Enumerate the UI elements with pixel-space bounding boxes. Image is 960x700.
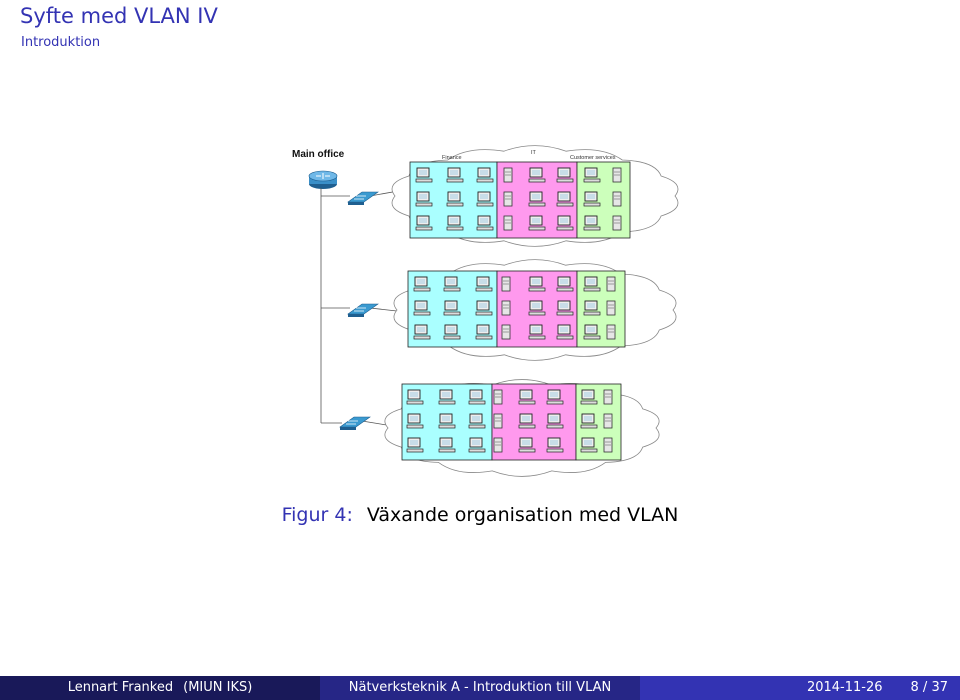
server-icon <box>606 276 616 292</box>
computer-icon <box>518 413 536 429</box>
computer-icon <box>528 167 546 183</box>
computer-icon <box>446 215 464 231</box>
computer-icon <box>413 300 431 316</box>
computer-icon <box>446 191 464 207</box>
slide-title: Syfte med VLAN IV <box>20 4 218 28</box>
footer-author: Lennart Franked <box>67 680 174 695</box>
server-icon <box>493 437 503 453</box>
server-icon <box>501 324 511 340</box>
vlan-region-it <box>491 383 577 461</box>
switch-icon <box>347 191 379 205</box>
server-icon <box>603 437 613 453</box>
computer-icon <box>556 215 574 231</box>
computer-icon <box>438 389 456 405</box>
computer-icon <box>475 300 493 316</box>
router-icon <box>308 170 338 189</box>
server-icon <box>493 413 503 429</box>
server-icon <box>606 324 616 340</box>
computer-icon <box>476 167 494 183</box>
figure-number: Figur 4: <box>281 504 353 526</box>
computer-icon <box>443 324 461 340</box>
server-icon <box>612 167 622 183</box>
switch-icon <box>347 303 379 317</box>
computer-icon <box>556 300 574 316</box>
vlan-region-customer-services <box>576 270 626 348</box>
server-icon <box>603 413 613 429</box>
footer-date: 2014-11-26 <box>806 680 883 695</box>
computer-icon <box>528 215 546 231</box>
figure-caption: Figur 4: Växande organisation med VLAN <box>0 504 960 526</box>
computer-icon <box>406 437 424 453</box>
slide-footer: Lennart Franked (MIUN IKS) Nätverkstekni… <box>0 676 960 700</box>
server-icon <box>493 389 503 405</box>
footer-page-number: 8 / 37 <box>910 680 948 695</box>
computer-icon <box>556 191 574 207</box>
computer-icon <box>556 324 574 340</box>
computer-icon <box>583 300 601 316</box>
computer-icon <box>475 276 493 292</box>
server-icon <box>612 215 622 231</box>
dept-label-it: IT <box>531 150 537 156</box>
network-diagram: Main office <box>292 145 679 477</box>
computer-icon <box>468 437 486 453</box>
computer-icon <box>415 191 433 207</box>
server-icon <box>503 191 513 207</box>
server-icon <box>603 389 613 405</box>
footer-author-block: Lennart Franked (MIUN IKS) <box>0 676 320 700</box>
computer-icon <box>583 191 601 207</box>
computer-icon <box>583 167 601 183</box>
footer-affiliation: (MIUN IKS) <box>183 680 253 695</box>
computer-icon <box>443 300 461 316</box>
computer-icon <box>406 389 424 405</box>
computer-icon <box>556 276 574 292</box>
computer-icon <box>415 215 433 231</box>
computer-icon <box>583 215 601 231</box>
server-icon <box>606 300 616 316</box>
computer-icon <box>528 276 546 292</box>
section-subtitle: Introduktion <box>21 35 101 50</box>
computer-icon <box>413 324 431 340</box>
computer-icon <box>546 413 564 429</box>
footer-course-title: Nätverksteknik A - Introduktion till VLA… <box>320 676 640 700</box>
computer-icon <box>438 437 456 453</box>
server-icon <box>503 167 513 183</box>
computer-icon <box>580 437 598 453</box>
computer-icon <box>476 215 494 231</box>
vlan-network-figure: Main office <box>280 138 680 478</box>
computer-icon <box>446 167 464 183</box>
computer-icon <box>468 413 486 429</box>
computer-icon <box>580 389 598 405</box>
computer-icon <box>580 413 598 429</box>
computer-icon <box>476 191 494 207</box>
server-icon <box>501 300 511 316</box>
computer-icon <box>583 276 601 292</box>
computer-icon <box>546 389 564 405</box>
footer-meta-block: 2014-11-26 8 / 37 <box>640 676 960 700</box>
server-icon <box>612 191 622 207</box>
computer-icon <box>438 413 456 429</box>
switch-icon <box>339 416 371 430</box>
dept-label-finance: Finance <box>442 155 462 161</box>
computer-icon <box>415 167 433 183</box>
main-office-label: Main office <box>292 149 345 160</box>
computer-icon <box>528 300 546 316</box>
server-icon <box>503 215 513 231</box>
computer-icon <box>556 167 574 183</box>
computer-icon <box>528 191 546 207</box>
computer-icon <box>475 324 493 340</box>
computer-icon <box>583 324 601 340</box>
dept-label-customer-services: Customer services <box>570 155 616 161</box>
computer-icon <box>518 437 536 453</box>
computer-icon <box>546 437 564 453</box>
computer-icon <box>413 276 431 292</box>
figure-caption-text: Växande organisation med VLAN <box>366 504 679 526</box>
computer-icon <box>443 276 461 292</box>
computer-icon <box>406 413 424 429</box>
computer-icon <box>468 389 486 405</box>
server-icon <box>501 276 511 292</box>
computer-icon <box>518 389 536 405</box>
computer-icon <box>528 324 546 340</box>
